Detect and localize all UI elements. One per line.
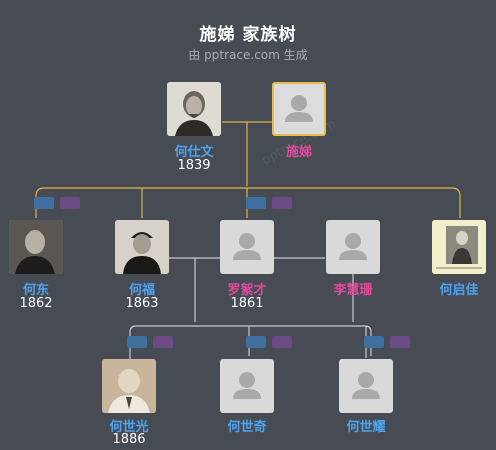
name-shi-di[interactable]: 施娣 (285, 145, 312, 160)
add-child-button[interactable] (364, 336, 384, 348)
name-he-shiwen[interactable]: 何仕文 (174, 145, 214, 160)
photo-he-shiguang[interactable] (102, 359, 156, 413)
photo-luo-xucai[interactable] (220, 220, 274, 274)
portrait-icon (102, 359, 156, 413)
year-luo-xucai: 1861 (230, 296, 264, 311)
photo-he-shiwen[interactable] (167, 82, 221, 136)
year-he-fu: 1863 (125, 296, 159, 311)
add-spouse-button[interactable] (272, 197, 292, 209)
name-he-dong[interactable]: 何东 (22, 283, 49, 298)
user-placeholder-icon (352, 372, 380, 399)
add-child-button[interactable] (246, 336, 266, 348)
family-buttons-gc-right (364, 336, 410, 348)
grandchildren-bracket-line (129, 325, 372, 356)
year-he-shiwen: 1839 (177, 158, 211, 173)
add-spouse-button[interactable] (390, 336, 410, 348)
year-he-dong: 1862 (19, 296, 53, 311)
document-photo-icon (432, 220, 486, 274)
year-he-shiguang: 1886 (112, 432, 146, 447)
family-buttons-center (246, 197, 292, 209)
add-spouse-button[interactable] (272, 336, 292, 348)
add-spouse-button[interactable] (60, 197, 80, 209)
portrait-icon (115, 220, 169, 274)
name-he-shiyao[interactable]: 何世耀 (346, 420, 386, 435)
photo-he-dong[interactable] (9, 220, 63, 274)
name-luo-xucai[interactable]: 罗絮才 (227, 283, 267, 298)
name-he-fu[interactable]: 何福 (128, 283, 155, 298)
add-child-button[interactable] (34, 197, 54, 209)
name-he-shiguang[interactable]: 何世光 (109, 420, 149, 435)
family-buttons-left (34, 197, 80, 209)
page-subtitle: 由 pptrace.com 生成 (188, 48, 308, 62)
photo-he-fu[interactable] (115, 220, 169, 274)
children-bracket-line (35, 187, 461, 218)
photo-he-qijia[interactable] (432, 220, 486, 274)
add-spouse-button[interactable] (153, 336, 173, 348)
user-placeholder-icon (285, 95, 313, 122)
portrait-icon (9, 220, 63, 274)
photo-shi-di[interactable] (272, 82, 326, 136)
photo-he-shiyao[interactable] (339, 359, 393, 413)
user-placeholder-icon (233, 372, 261, 399)
add-child-button[interactable] (246, 197, 266, 209)
portrait-icon (167, 82, 221, 136)
family-buttons-gc-center (246, 336, 292, 348)
family-buttons-gc-left (127, 336, 173, 348)
user-placeholder-icon (339, 233, 367, 260)
page-title: 施娣 家族树 (199, 25, 297, 45)
user-placeholder-icon (233, 233, 261, 260)
photo-he-shiqi[interactable] (220, 359, 274, 413)
add-child-button[interactable] (127, 336, 147, 348)
photo-li-huishan[interactable] (326, 220, 380, 274)
name-he-qijia[interactable]: 何启佳 (439, 283, 479, 298)
name-he-shiqi[interactable]: 何世奇 (227, 420, 267, 435)
name-li-huishan[interactable]: 李慧珊 (333, 283, 373, 298)
